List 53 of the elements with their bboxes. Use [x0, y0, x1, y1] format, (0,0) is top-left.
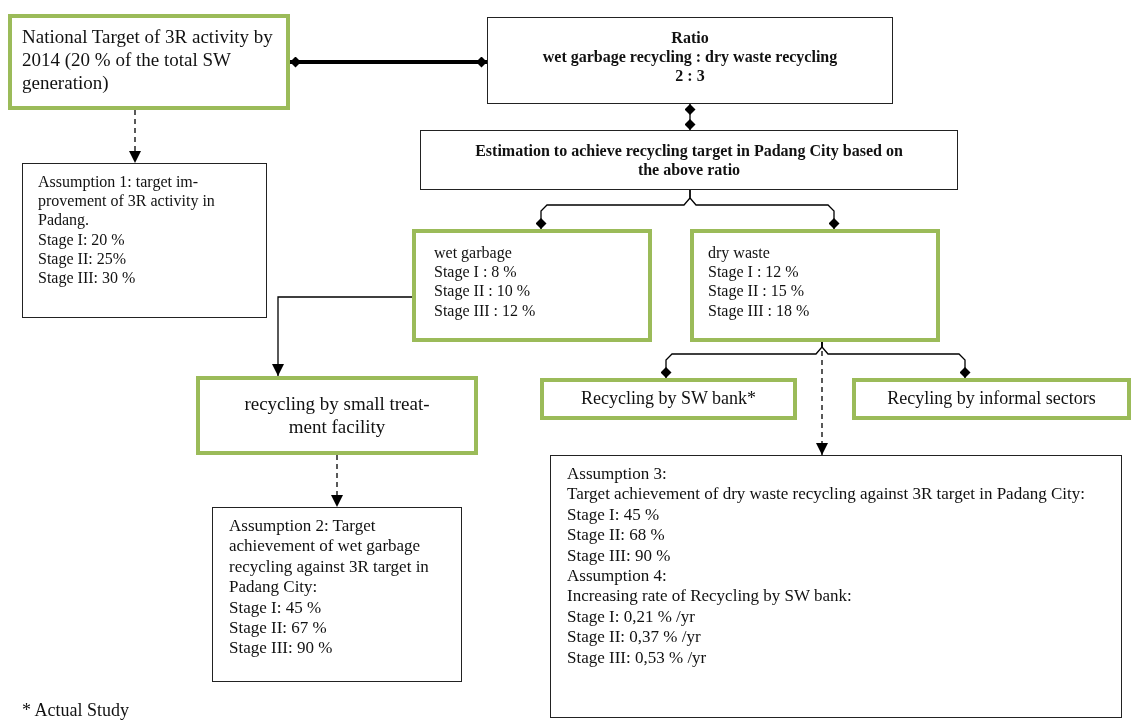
box-heading: Assumption 3:	[567, 464, 668, 485]
box-text: Stage II : 15 %	[708, 281, 805, 301]
process-box	[212, 507, 462, 682]
box-text: Stage III : 12 %	[434, 300, 537, 320]
box-text: Stage I: 45 %	[229, 597, 323, 618]
box-text: Stage II: 67 %	[229, 617, 328, 639]
box-text: Stage I: 20 %	[38, 229, 126, 249]
box-text: Stage III: 30 %	[38, 268, 137, 288]
connector-line	[684, 103, 696, 131]
connector-line	[689, 189, 840, 230]
box-text: Stage III: 90 %	[567, 545, 672, 566]
arrow	[272, 296, 413, 377]
box-text: Stage I : 8 %	[434, 262, 518, 282]
dashed-arrow	[129, 109, 141, 164]
process-box	[550, 455, 1122, 718]
highlighted-box	[690, 229, 940, 342]
footnote: * Actual Study	[22, 700, 129, 721]
box-text: Assumption 4:	[567, 565, 668, 587]
highlighted-box	[196, 376, 478, 455]
box-heading: Assumption 1: target im- provement of 3R activity in Padang.	[38, 172, 216, 230]
box-text: Stage III: 0,53 % /yr	[567, 647, 708, 668]
box-text: recycling by small treat- ment facility	[243, 392, 431, 439]
box-text: Recyling by informal sectors	[887, 388, 1096, 410]
box-text: National Target of 3R activity by 2014 (20 % of the total SW generation)	[22, 26, 274, 95]
box-text: Stage II : 10 %	[434, 281, 531, 301]
connector-line	[290, 56, 487, 68]
box-heading: dry waste	[708, 243, 771, 263]
highlighted-box	[852, 378, 1131, 420]
box-heading: Ratio	[671, 28, 709, 48]
dashed-arrow	[816, 341, 828, 456]
box-text: Stage II: 68 %	[567, 525, 666, 546]
box-text: Stage I: 0,21 % /yr	[567, 606, 696, 628]
box-heading: Assumption 2: Target achievement of wet garbage recycling against 3R target in Padang City:	[229, 516, 430, 598]
highlighted-box	[540, 378, 797, 420]
box-text: Stage I : 12 %	[708, 262, 800, 282]
box-text: Stage I: 45 %	[567, 504, 661, 526]
dashed-arrow	[331, 454, 343, 508]
box-text: Stage II: 0,37 % /yr	[567, 627, 702, 648]
process-box	[487, 17, 893, 104]
box-text: Stage III: 90 %	[229, 638, 334, 659]
process-box	[420, 130, 958, 190]
box-text: Stage II: 25%	[38, 249, 127, 268]
box-text: Target achievement of dry waste recycling against 3R target in Padang City:	[567, 484, 1086, 505]
highlighted-box	[412, 229, 652, 342]
box-text: wet garbage recycling : dry waste recycling	[542, 47, 838, 67]
box-text: Increasing rate of Recycling by SW bank:	[567, 586, 853, 607]
box-text: 2 : 3	[675, 66, 705, 86]
box-heading: wet garbage	[434, 243, 513, 263]
box-text: Estimation to achieve recycling target in Padang City based on the above ratio	[474, 141, 904, 180]
process-box	[22, 163, 267, 318]
box-text: Recycling by SW bank*	[580, 388, 757, 410]
highlighted-box	[8, 14, 290, 110]
box-text: Stage III : 18 %	[708, 300, 811, 320]
